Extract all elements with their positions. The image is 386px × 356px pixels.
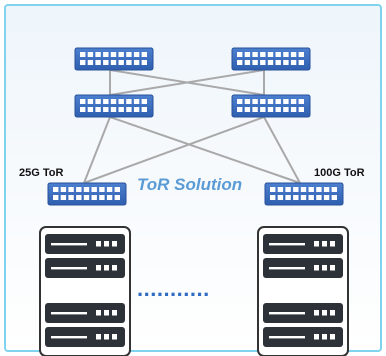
server-racks [39,226,349,356]
tor-left-label: 25G ToR [19,167,63,179]
link-leaf-right-tor-right [263,116,301,184]
server-unit-icon [263,234,343,254]
network-links [83,69,301,184]
spine-switch-right-icon [231,47,311,71]
server-unit-icon [263,327,343,347]
tor-switch-100g-icon [264,182,344,206]
server-rack-left [39,226,131,356]
spine-switch-left-icon [74,47,154,71]
server-unit-icon [263,258,343,278]
diagram-title: ToR Solution [137,175,242,194]
link-leaf-left-tor-right [109,116,301,184]
leaf-switch-right-icon [231,94,311,118]
server-unit-icon [45,303,125,323]
switches [47,47,344,206]
link-leaf-left-tor-left [83,116,111,184]
tor-right-label: 100G ToR [314,167,365,179]
server-unit-icon [263,303,343,323]
server-unit-icon [45,234,125,254]
tor-switch-25g-icon [47,182,127,206]
servers-ellipsis: ........... [137,276,210,301]
link-leaf-right-tor-left [83,116,265,184]
leaf-switch-left-icon [74,94,154,118]
server-rack-right [257,226,349,356]
server-unit-icon [45,327,125,347]
server-unit-icon [45,258,125,278]
link-spine-right-leaf-left [109,69,265,96]
